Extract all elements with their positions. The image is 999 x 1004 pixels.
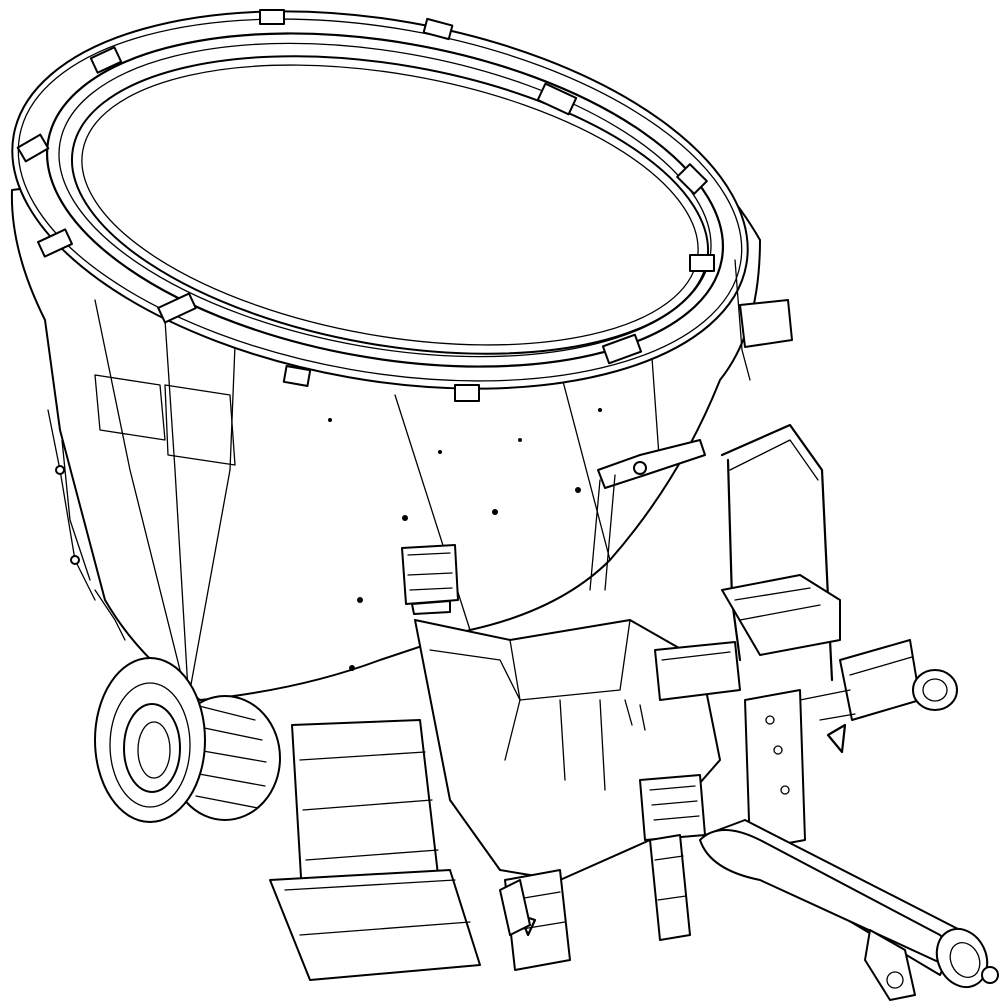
discharge-door <box>269 719 481 981</box>
pto-shaft <box>699 829 950 966</box>
handrail <box>720 423 841 682</box>
discharge-conveyor-tray <box>269 869 481 981</box>
rim-hub <box>123 703 181 793</box>
side-plate <box>744 689 806 851</box>
tub-ring-rail <box>45 32 725 368</box>
mixer-tub <box>10 9 793 701</box>
rim-side-box <box>739 299 793 348</box>
tub-label-plate <box>94 374 166 441</box>
drive-shaft-housing <box>839 639 921 721</box>
drawbar <box>699 819 999 1001</box>
right-drive <box>799 639 958 754</box>
tub-control-box <box>401 544 459 615</box>
hydraulic-cylinder <box>597 439 706 489</box>
warning-sign <box>826 723 847 754</box>
platform-step <box>721 574 841 656</box>
front-chassis <box>414 439 806 971</box>
left-side-linkage <box>47 409 126 641</box>
valve-bank <box>639 774 706 841</box>
wheel <box>94 657 281 823</box>
rim-brackets <box>16 9 715 402</box>
chute-warning-decal <box>499 879 531 936</box>
front-support-leg <box>649 834 691 941</box>
pto-coupler <box>935 927 989 989</box>
tub-label-plate <box>164 384 236 466</box>
gearbox-housing <box>654 641 741 701</box>
